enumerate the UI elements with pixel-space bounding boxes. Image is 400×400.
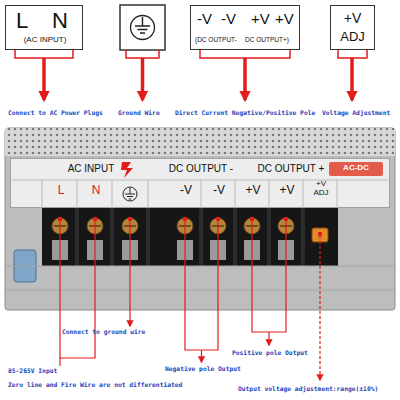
ground-box bbox=[120, 5, 165, 50]
node-text: (AC INPUT) bbox=[6, 36, 84, 45]
node-text: -V bbox=[171, 184, 201, 197]
case-top bbox=[5, 128, 395, 156]
adjust-potentiometer bbox=[312, 228, 328, 242]
callout-text: Negative pole Output bbox=[165, 366, 241, 373]
node-text: +V bbox=[251, 11, 270, 28]
callout-text: Output voltage adjustment:range(±10%) bbox=[238, 386, 378, 393]
node-text: DC OUTPUT + bbox=[251, 163, 331, 174]
psu-case bbox=[5, 128, 395, 310]
terminal-plates bbox=[52, 240, 294, 260]
product-tag: AC-DC bbox=[329, 162, 383, 176]
callout-text: Direct Current Negative/Positive Pole bbox=[175, 110, 315, 117]
node-text: (DC OUTPUT- bbox=[195, 36, 237, 43]
node-text: L bbox=[46, 184, 76, 197]
callout-text: Positive pole Output bbox=[232, 350, 308, 357]
node-text: N bbox=[81, 184, 111, 197]
leader-arrows bbox=[130, 221, 320, 380]
node-text: +V bbox=[272, 184, 302, 197]
callout-text: Connect to ground wire bbox=[62, 329, 145, 336]
node-text: AC-DC bbox=[329, 164, 383, 173]
ground-symbol bbox=[135, 17, 150, 33]
node-text: DC OUTPUT - bbox=[161, 163, 241, 174]
leader-lines bbox=[60, 221, 286, 366]
node-text: -V bbox=[221, 11, 236, 28]
terminal-screws bbox=[52, 218, 294, 234]
node-text: +V bbox=[331, 11, 374, 26]
terminal-box: -V -V +V +V (DC OUTPUT- DC OUTPUT+) bbox=[190, 5, 300, 50]
node-text: N bbox=[52, 9, 68, 33]
case-edges bbox=[5, 266, 395, 290]
callout-text: Connect to AC Power Plugs bbox=[8, 110, 103, 117]
terminal-box: LN (AC INPUT) bbox=[5, 5, 83, 50]
node-text: -V bbox=[204, 184, 234, 197]
callout-text: Zero line and Fire Wire are not differen… bbox=[8, 382, 182, 389]
wire-marks bbox=[58, 217, 322, 236]
top-brackets bbox=[15, 50, 367, 58]
node-text: ADJ bbox=[331, 30, 374, 44]
callout-text: Ground Wire bbox=[118, 110, 160, 117]
callout-text: 85-265V Input bbox=[8, 368, 57, 375]
terminal-block bbox=[42, 208, 338, 266]
terminal-separators bbox=[75, 208, 305, 266]
ground-symbol bbox=[131, 16, 155, 40]
top-arrows bbox=[44, 58, 352, 100]
node-text: +V ADJ bbox=[313, 180, 329, 198]
node-text: +V bbox=[275, 11, 294, 28]
node-text: -V bbox=[197, 11, 212, 28]
vent-holes bbox=[5, 128, 395, 156]
node-text: L bbox=[16, 9, 28, 33]
callout-text: Voltage Adjustment bbox=[322, 110, 390, 117]
node-text: +V bbox=[238, 184, 268, 197]
terminal-box: +V ADJ bbox=[330, 5, 375, 50]
node-text: DC OUTPUT+) bbox=[245, 36, 289, 43]
node-text: AC INPUT bbox=[51, 163, 131, 174]
screw-slots bbox=[54, 225, 292, 227]
label-strip: AC INPUT DC OUTPUT - DC OUTPUT + LN -V-V +V +V… bbox=[10, 158, 390, 208]
